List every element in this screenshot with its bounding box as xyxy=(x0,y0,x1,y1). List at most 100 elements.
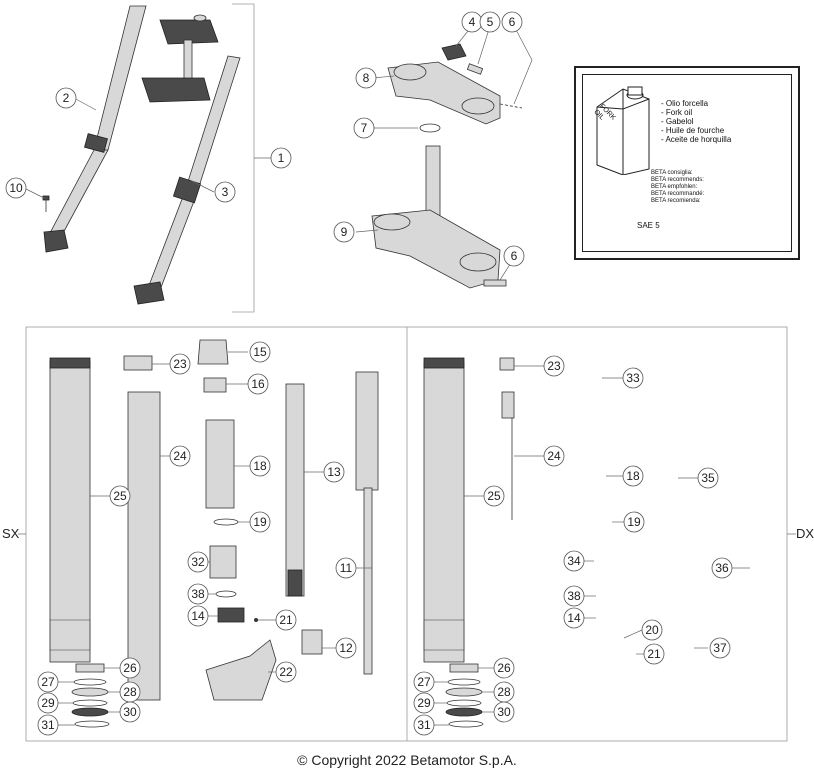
triple-clamp-group xyxy=(355,25,533,289)
callout-number: 30 xyxy=(497,705,511,719)
callout-number: 28 xyxy=(123,685,137,699)
callout-number: 31 xyxy=(417,718,431,732)
callout-23: 23 xyxy=(543,355,565,377)
callout-circle xyxy=(5,177,27,199)
callout-circle xyxy=(323,461,345,483)
callout-18: 18 xyxy=(249,455,271,477)
callout-number: 1 xyxy=(278,151,285,165)
callout-number: 35 xyxy=(701,471,715,485)
callout-number: 31 xyxy=(41,718,55,732)
callout-25: 25 xyxy=(483,485,505,507)
callout-number: 14 xyxy=(567,611,581,625)
callout-circle xyxy=(187,605,209,627)
callout-5: 5 xyxy=(479,11,501,33)
callout-circle xyxy=(187,583,209,605)
callout-circle xyxy=(169,353,191,375)
callout-23: 23 xyxy=(169,353,191,375)
triple-clamp-small xyxy=(141,14,219,103)
callout-circle xyxy=(501,11,523,33)
callout-circle xyxy=(563,607,585,629)
callout-number: 28 xyxy=(497,685,511,699)
callout-27: 27 xyxy=(413,671,435,693)
callout-10: 10 xyxy=(5,177,27,199)
callout-number: 11 xyxy=(340,561,353,575)
callout-number: 8 xyxy=(363,71,370,85)
oil-name-item: - Gabelol xyxy=(661,117,694,126)
callout-4: 4 xyxy=(461,11,483,33)
side-label-sx: SX xyxy=(2,526,20,541)
callout-6: 6 xyxy=(503,245,525,267)
callout-27: 27 xyxy=(37,671,59,693)
callout-circle xyxy=(353,117,375,139)
oil-can-icon xyxy=(596,86,650,175)
callout-14: 14 xyxy=(563,607,585,629)
callout-1: 1 xyxy=(270,147,292,169)
callout-circle xyxy=(249,511,271,533)
callout-19: 19 xyxy=(249,511,271,533)
callout-35: 35 xyxy=(697,467,719,489)
callout-6: 6 xyxy=(501,11,523,33)
callout-29: 29 xyxy=(37,692,59,714)
callout-number: 10 xyxy=(9,181,23,195)
callout-25: 25 xyxy=(109,485,131,507)
callout-9: 9 xyxy=(333,221,355,243)
callout-number: 12 xyxy=(339,641,353,655)
callout-number: 2 xyxy=(63,91,70,105)
callout-32: 32 xyxy=(187,551,209,573)
callout-circle xyxy=(697,467,719,489)
callout-circle xyxy=(37,692,59,714)
callout-number: 29 xyxy=(417,696,431,710)
callout-21: 21 xyxy=(643,643,665,665)
callout-circle xyxy=(413,671,435,693)
callout-number: 26 xyxy=(497,661,511,675)
callout-number: 25 xyxy=(113,489,127,503)
callout-circle xyxy=(543,445,565,467)
callout-number: 6 xyxy=(511,249,518,263)
callout-30: 30 xyxy=(119,701,141,723)
callout-number: 9 xyxy=(341,225,348,239)
callout-number: 14 xyxy=(191,609,205,623)
callout-18: 18 xyxy=(622,465,644,487)
callout-number: 38 xyxy=(191,587,205,601)
callout-circle xyxy=(643,643,665,665)
callout-number: 27 xyxy=(417,675,431,689)
left-fork-leg xyxy=(43,5,147,253)
callout-circle xyxy=(214,181,236,203)
callout-circle xyxy=(623,511,645,533)
oil-name-item: - Huile de fourche xyxy=(661,126,725,135)
oil-name-item: - Aceite de horquilla xyxy=(661,135,732,144)
callout-3: 3 xyxy=(214,181,236,203)
callout-12: 12 xyxy=(335,637,357,659)
callout-number: 29 xyxy=(41,696,55,710)
callout-circle xyxy=(493,701,515,723)
callout-26: 26 xyxy=(119,657,141,679)
callout-number: 19 xyxy=(253,515,267,529)
callout-circle xyxy=(711,557,733,579)
oil-grade: SAE 5 xyxy=(637,221,660,230)
callout-circle xyxy=(119,657,141,679)
callout-circle xyxy=(413,714,435,736)
callout-circle xyxy=(563,550,585,572)
callout-number: 6 xyxy=(509,15,516,29)
callout-circle xyxy=(249,455,271,477)
fork-assembly-group xyxy=(23,3,272,313)
callout-number: 25 xyxy=(487,489,501,503)
callout-37: 37 xyxy=(709,637,731,659)
callout-38: 38 xyxy=(563,585,585,607)
callout-number: 24 xyxy=(173,449,187,463)
callout-number: 20 xyxy=(645,623,659,637)
oil-recommend-item: BETA recommends: xyxy=(651,177,704,183)
callout-circle xyxy=(109,485,131,507)
callout-16: 16 xyxy=(247,373,269,395)
callout-circle xyxy=(413,692,435,714)
callout-number: 36 xyxy=(715,561,729,575)
dx-parts xyxy=(423,357,750,728)
callout-circle xyxy=(503,245,525,267)
callout-number: 33 xyxy=(626,371,640,385)
oil-names-list: - Olio forcella - Fork oil - Gabelol - H… xyxy=(661,99,731,144)
callout-15: 15 xyxy=(249,341,271,363)
callout-circle xyxy=(119,701,141,723)
callout-36: 36 xyxy=(711,557,733,579)
callout-number: 5 xyxy=(487,15,494,29)
